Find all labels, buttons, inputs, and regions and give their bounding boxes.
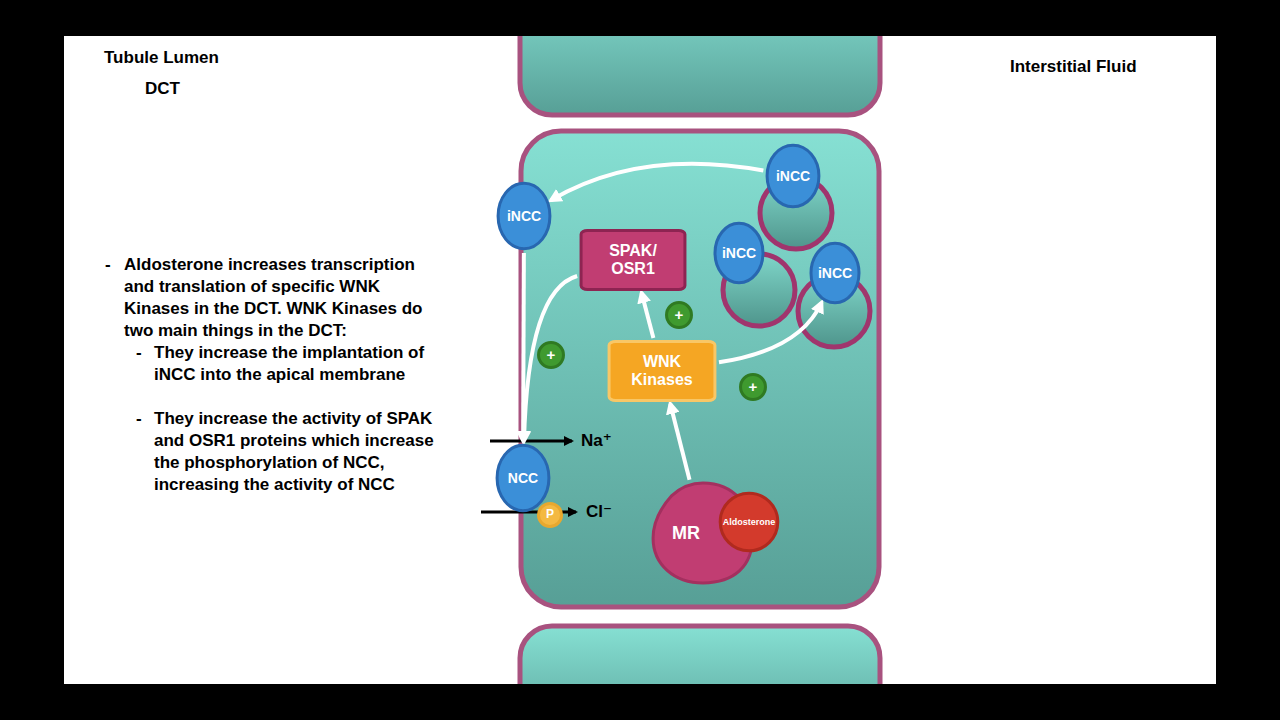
transporter-circle: iNCC (714, 222, 764, 284)
bullet-text: They increase the activity of SPAK and O… (154, 408, 434, 496)
transporter-circle: iNCC (810, 242, 860, 304)
stimulation-arrow (670, 404, 689, 480)
ion-label: Na⁺ (581, 430, 621, 452)
frame-bar (64, 684, 1216, 720)
stimulation-arrow (719, 303, 822, 363)
bullet-dash: - (136, 342, 152, 364)
region-label: Tubule Lumen (104, 47, 304, 69)
node-text: + (547, 346, 556, 363)
dct-cell (521, 131, 879, 607)
stimulation-arrow (642, 293, 654, 338)
node-text: Aldosterone (723, 517, 776, 527)
transporter-circle: iNCC (497, 182, 551, 250)
node-text: SPAK/ OSR1 (587, 242, 679, 279)
transporter-circle: NCC (496, 444, 550, 512)
kinase-box: SPAK/ OSR1 (580, 230, 686, 290)
bullet-dash: - (105, 254, 121, 276)
node-text: + (749, 378, 758, 395)
region-label: Interstitial Fluid (1010, 56, 1190, 78)
node-text: iNCC (722, 245, 756, 261)
stimulation-sign: + (666, 302, 692, 328)
node-text: P (546, 508, 554, 522)
frame-bar (64, 0, 1216, 36)
bullet-text: Aldosterone increases transcription and … (124, 254, 440, 342)
node-text: iNCC (818, 265, 852, 281)
sodium-flux-arrow (490, 440, 572, 443)
node-text: WNK Kinases (615, 353, 709, 390)
bullet-dash: - (136, 408, 152, 430)
phosphate-circle: P (538, 503, 562, 527)
page-ground (64, 36, 1216, 684)
ion-label: Cl⁻ (586, 501, 626, 523)
node-text: NCC (508, 470, 538, 486)
node-text: + (675, 306, 684, 323)
stimulation-sign: + (538, 342, 564, 368)
stimulation-arrow (524, 276, 577, 441)
hormone-circle: Aldosterone (719, 492, 779, 552)
node-text: iNCC (507, 208, 541, 224)
transporter-circle: iNCC (766, 144, 820, 208)
stimulation-sign: + (740, 374, 766, 400)
node-text: iNCC (776, 168, 810, 184)
region-label: DCT (145, 78, 245, 100)
kinase-box: WNK Kinases (608, 341, 716, 401)
bullet-text: They increase the implantation of iNCC i… (154, 342, 434, 386)
node-text: MR (672, 523, 700, 544)
stimulation-arrow (551, 164, 763, 200)
